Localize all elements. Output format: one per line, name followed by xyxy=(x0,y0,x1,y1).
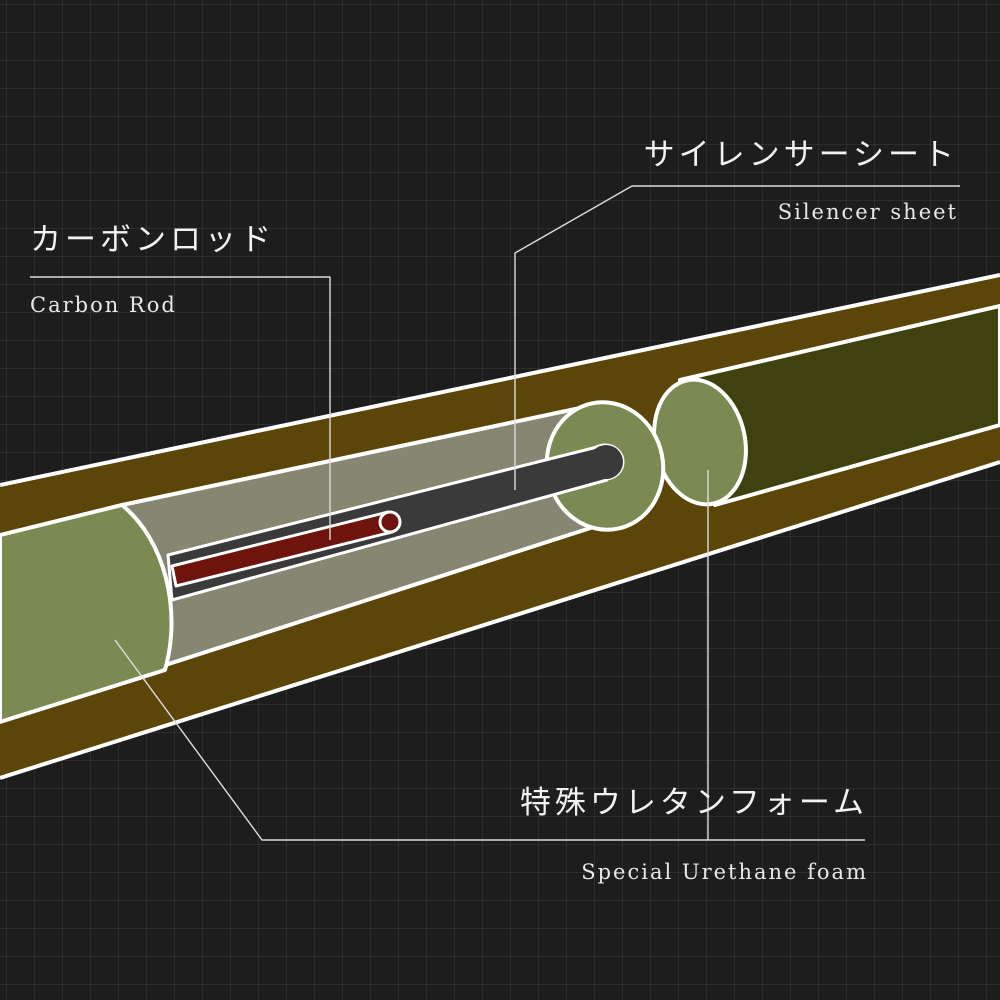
outer-tube-top-edge xyxy=(0,273,1000,487)
leader-line-foam-left xyxy=(114,639,865,841)
inner-rod-end xyxy=(589,445,623,479)
urethane-foam-label-en: Special Urethane foam xyxy=(581,860,868,884)
carbon-rod-end xyxy=(378,510,402,534)
leader-line-carbon xyxy=(30,276,331,540)
foam-cap-left xyxy=(0,503,174,724)
leader-line-silencer xyxy=(514,185,960,490)
outer-tube-bottom-edge xyxy=(0,460,1000,780)
urethane-foam-label-jp: 特殊ウレタンフォーム xyxy=(519,785,868,821)
carbon-rod-label-jp: カーボンロッド xyxy=(30,222,275,258)
carbon-rod-label-en: Carbon Rod xyxy=(30,293,177,317)
silencer-sheet-label-en: Silencer sheet xyxy=(777,200,958,224)
silencer-sheet-label-jp: サイレンサーシート xyxy=(643,137,958,173)
